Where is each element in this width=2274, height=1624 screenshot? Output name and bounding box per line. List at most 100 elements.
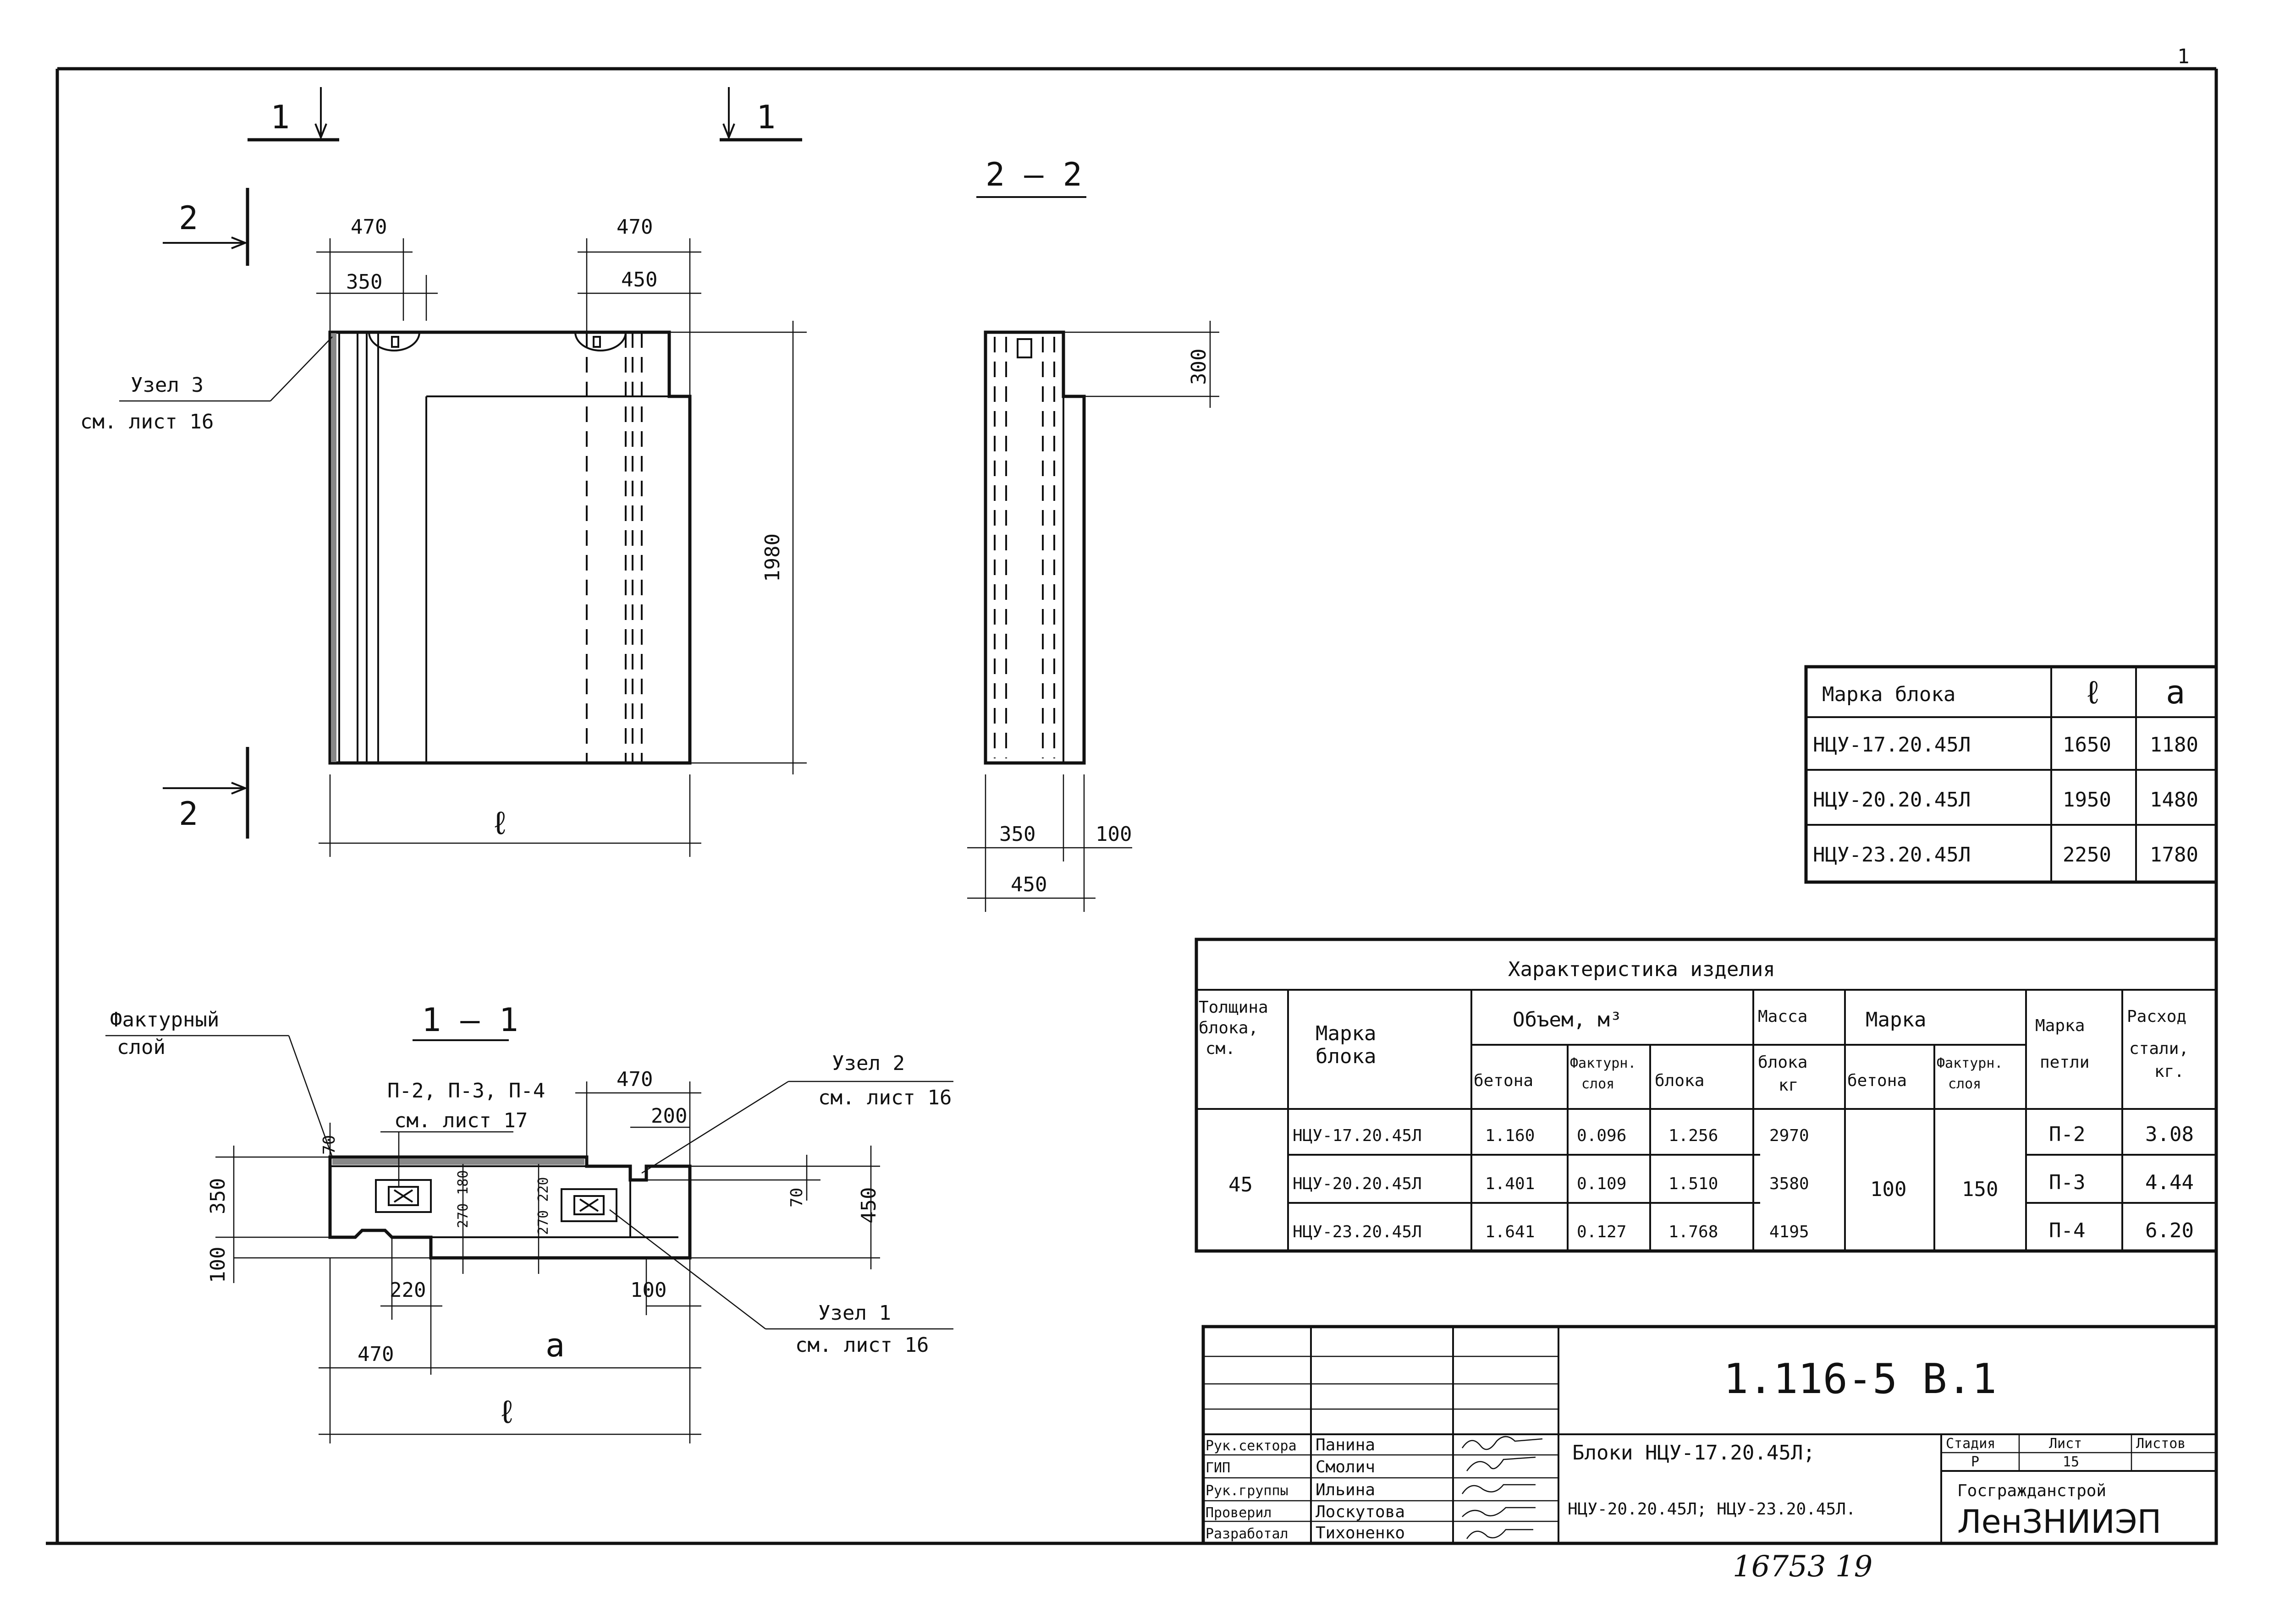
elev-dim-470-right: 470: [617, 215, 653, 239]
char-row-2-mark: НЦУ-20.20.45Л: [1293, 1174, 1422, 1193]
role-3: Рук.группы: [1206, 1483, 1288, 1499]
sec22-dim-300: 300: [1187, 349, 1211, 385]
sec11-dim-270-220: 270 220: [535, 1177, 551, 1235]
name-3: Ильина: [1316, 1481, 1375, 1499]
characteristics-table: Характеристика изделия Толщина блока, см…: [1195, 938, 2218, 1253]
sec11-dim-220: 220: [390, 1278, 426, 1302]
char-thickness-value: 45: [1228, 1173, 1253, 1196]
sec11-dim-470-top: 470: [617, 1068, 653, 1091]
char-row-1-steel: 3.08: [2145, 1123, 2194, 1146]
char-h-grade-facing-2: слоя: [1948, 1076, 1981, 1092]
role-4: Проверил: [1206, 1505, 1272, 1521]
char-h-grade: Марка: [1866, 1008, 1926, 1031]
section-marker-1-right: 1: [756, 99, 776, 136]
char-h-mass-3: кг: [1778, 1076, 1798, 1095]
stage-value: Р: [1971, 1454, 1979, 1470]
sec11-dim-70-right: 70: [787, 1188, 806, 1207]
sec11-dim-470-bottom: 470: [358, 1343, 394, 1366]
elev-dim-1980: 1980: [761, 533, 784, 582]
node1-ref: см. лист 16: [795, 1333, 929, 1357]
mark-table-row-2-mark: НЦУ-20.20.45Л: [1813, 788, 1971, 812]
node2-ref: см. лист 16: [818, 1086, 952, 1109]
mark-table-row-3-a: 1780: [2150, 843, 2198, 867]
char-h-grade-facing-1: Фактурн.: [1937, 1055, 2003, 1071]
sheet-value: 15: [2063, 1454, 2079, 1470]
char-row-2-v-block: 1.510: [1668, 1174, 1718, 1193]
section-marker-2-top: 2: [179, 199, 198, 237]
char-grade-facing-value: 150: [1962, 1178, 1998, 1201]
mark-table-row-1-l: 1650: [2063, 733, 2111, 757]
sheet-label: Лист: [2049, 1436, 2082, 1452]
title-block: 1.116-5 В.1 Рук.сектора ГИП Рук.группы П…: [1201, 1325, 2218, 1545]
facing-layer-label-2: слой: [117, 1036, 165, 1059]
description-line-2: НЦУ-20.20.45Л; НЦУ-23.20.45Л.: [1568, 1500, 1856, 1519]
char-row-1-v-concrete: 1.160: [1485, 1126, 1535, 1145]
char-row-3-v-facing: 0.127: [1577, 1223, 1626, 1241]
char-row-1-mass: 2970: [1769, 1126, 1809, 1145]
char-h-steel-2: стали,: [2129, 1039, 2189, 1058]
char-h-steel-1: Расход: [2127, 1007, 2186, 1026]
mark-table-header-mark: Марка блока: [1822, 683, 1955, 706]
name-4: Лоскутова: [1316, 1503, 1405, 1521]
char-row-1-mark: НЦУ-17.20.45Л: [1293, 1126, 1422, 1145]
char-row-2-v-facing: 0.109: [1577, 1174, 1626, 1193]
sec22-dim-100: 100: [1096, 823, 1132, 846]
char-h-mass-1: Масса: [1758, 1007, 1807, 1026]
node1-title: Узел 1: [818, 1301, 891, 1325]
mark-table-row-3-l: 2250: [2063, 843, 2111, 867]
role-1: Рук.сектора: [1206, 1438, 1297, 1454]
name-2: Смолич: [1316, 1458, 1375, 1476]
char-h-steel-3: кг.: [2154, 1062, 2184, 1081]
view-2-2-title: 2 – 2: [986, 156, 1082, 193]
char-h-mass-2: блока: [1758, 1053, 1807, 1072]
mark-table-header-l: ℓ: [2083, 674, 2103, 711]
char-h-thickness-3: см.: [1206, 1039, 1235, 1058]
char-grade-concrete-value: 100: [1870, 1178, 1906, 1201]
char-row-3-mass: 4195: [1769, 1223, 1809, 1241]
elev-dim-l: ℓ: [490, 804, 510, 842]
mark-table-row-2-a: 1480: [2150, 788, 2198, 812]
elev-dim-350: 350: [346, 270, 382, 294]
char-h-loop-1: Марка: [2035, 1016, 2085, 1035]
sec11-dim-350: 350: [206, 1178, 230, 1214]
section-marker-2-bottom: 2: [179, 795, 198, 833]
char-row-2-mass: 3580: [1769, 1174, 1809, 1193]
name-5: Тихоненко: [1316, 1524, 1405, 1542]
char-row-1-v-facing: 0.096: [1577, 1126, 1626, 1145]
node3-ref: см. лист 16: [80, 410, 214, 433]
role-5: Разработал: [1206, 1526, 1288, 1542]
node2-title: Узел 2: [832, 1052, 905, 1075]
sheets-label: Листов: [2136, 1436, 2186, 1452]
doc-code: 1.116-5 В.1: [1723, 1355, 1997, 1403]
sec11-dim-100-right: 100: [630, 1278, 666, 1302]
elev-dim-470-left: 470: [351, 215, 387, 239]
org-line-2: ЛенЗНИИЭП: [1957, 1503, 2161, 1541]
mark-table-row-1-a: 1180: [2150, 733, 2198, 757]
char-h-thickness-2: блока,: [1199, 1019, 1258, 1037]
sec22-dim-350: 350: [999, 823, 1035, 846]
footer-number: 16753 19: [1733, 1550, 1872, 1584]
char-row-3-v-concrete: 1.641: [1485, 1223, 1535, 1241]
mark-table-row-2-l: 1950: [2063, 788, 2111, 812]
sec11-dim-270-180: 270 180: [455, 1170, 471, 1228]
elev-dim-450: 450: [621, 268, 657, 291]
char-h-vol-block: блока: [1655, 1071, 1704, 1090]
node3-title: Узел 3: [131, 373, 204, 397]
role-2: ГИП: [1206, 1460, 1230, 1476]
char-row-2-loop: П-3: [2049, 1171, 2085, 1194]
char-row-1-v-block: 1.256: [1668, 1126, 1718, 1145]
loops-label-1: П-2, П-3, П-4: [387, 1079, 545, 1103]
sheet-number-top: 1: [2177, 45, 2190, 68]
section-marker-1-left: 1: [270, 99, 290, 136]
char-h-loop-2: петли: [2040, 1053, 2089, 1072]
mark-table: Марка блока ℓ a НЦУ-17.20.45Л 1650 1180 …: [1804, 665, 2218, 884]
char-h-mark-1: Марка: [1316, 1022, 1376, 1045]
description-line-1: Блоки НЦУ-17.20.45Л;: [1572, 1441, 1815, 1465]
sec11-dim-100-left: 100: [206, 1247, 230, 1283]
char-h-mark-2: блока: [1316, 1045, 1376, 1068]
char-h-grade-concrete: бетона: [1847, 1071, 1907, 1090]
sec11-dim-450: 450: [857, 1187, 881, 1223]
char-row-2-steel: 4.44: [2145, 1171, 2194, 1194]
mark-table-row-3-mark: НЦУ-23.20.45Л: [1813, 843, 1971, 867]
